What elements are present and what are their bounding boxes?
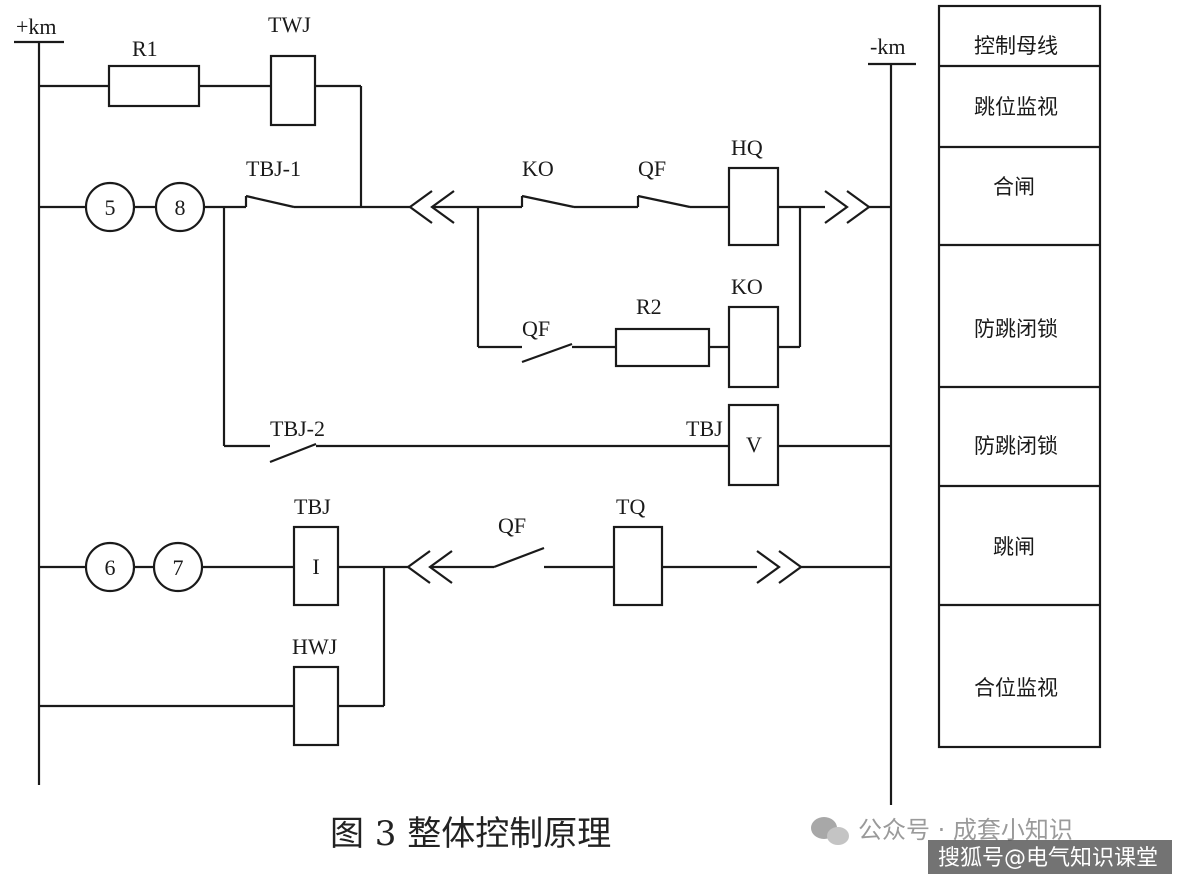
- tbj-voltage-coil: [727, 403, 780, 487]
- table-cell-anti-pump-1: 防跳闭锁: [974, 317, 1058, 341]
- close-circuit-row: [39, 166, 891, 446]
- table-cell-anti-pump-2: 防跳闭锁: [974, 434, 1058, 458]
- qf-nc-contact-label: QF: [638, 156, 666, 181]
- tq-trip-coil: [612, 525, 664, 607]
- r2-label: R2: [636, 294, 662, 319]
- watermark-sohu: 搜狐号@电气知识课堂: [938, 846, 1158, 871]
- tbj-current-coil: [292, 525, 340, 607]
- positive-bus: [14, 40, 64, 785]
- qf-trip-contact-label: QF: [498, 513, 526, 538]
- table-cell-close: 合闸: [993, 175, 1035, 199]
- tbj-i-coil-letter: I: [312, 554, 319, 579]
- r1-resistor: [107, 64, 201, 108]
- watermark-official-account: 公众号 · 成套小知识: [858, 816, 1073, 844]
- ko-contact-label: KO: [522, 156, 554, 181]
- negative-bus: [868, 62, 916, 805]
- table-cell-close-monitor: 合位监视: [974, 676, 1058, 700]
- wechat-icon: [811, 817, 849, 845]
- r2-resistor: [614, 327, 711, 368]
- ko-relay-coil: [727, 305, 780, 389]
- positive-bus-label: +km: [16, 14, 57, 39]
- hwj-relay-coil: [292, 665, 340, 747]
- watermark-badge: [928, 840, 1172, 874]
- table-cell-control-bus: 控制母线: [974, 34, 1058, 58]
- terminal-5-label: 5: [105, 195, 116, 220]
- function-table: [937, 4, 1102, 749]
- hq-close-coil: [727, 166, 780, 247]
- ko-coil-label: KO: [731, 274, 763, 299]
- close-position-monitor-row: [39, 567, 386, 747]
- r1-label: R1: [132, 36, 158, 61]
- tq-label: TQ: [616, 494, 645, 519]
- terminal-6-label: 6: [105, 555, 116, 580]
- twj-label: TWJ: [268, 12, 311, 37]
- qf-no-contact-label: QF: [522, 316, 550, 341]
- tbj-v-label: TBJ: [686, 416, 723, 441]
- hwj-label: HWJ: [292, 634, 338, 659]
- figure-caption: 图 3 整体控制原理: [330, 814, 611, 854]
- hq-label: HQ: [731, 135, 763, 160]
- tbj2-label: TBJ-2: [270, 416, 325, 441]
- tbj1-label: TBJ-1: [246, 156, 301, 181]
- anti-pump-branch: [476, 207, 802, 389]
- twj-relay-coil: [269, 54, 317, 127]
- anti-pump-lock-row: [224, 403, 891, 487]
- table-cell-trip: 跳闸: [993, 535, 1035, 559]
- terminal-8-label: 8: [175, 195, 186, 220]
- negative-bus-label: -km: [870, 34, 905, 59]
- trip-circuit-row: [39, 525, 891, 607]
- trip-position-monitor-row: [39, 54, 363, 207]
- terminal-7-label: 7: [173, 555, 184, 580]
- tbj-v-coil-letter: V: [746, 432, 762, 457]
- tbj-i-label: TBJ: [294, 494, 331, 519]
- table-cell-trip-monitor: 跳位监视: [974, 95, 1058, 119]
